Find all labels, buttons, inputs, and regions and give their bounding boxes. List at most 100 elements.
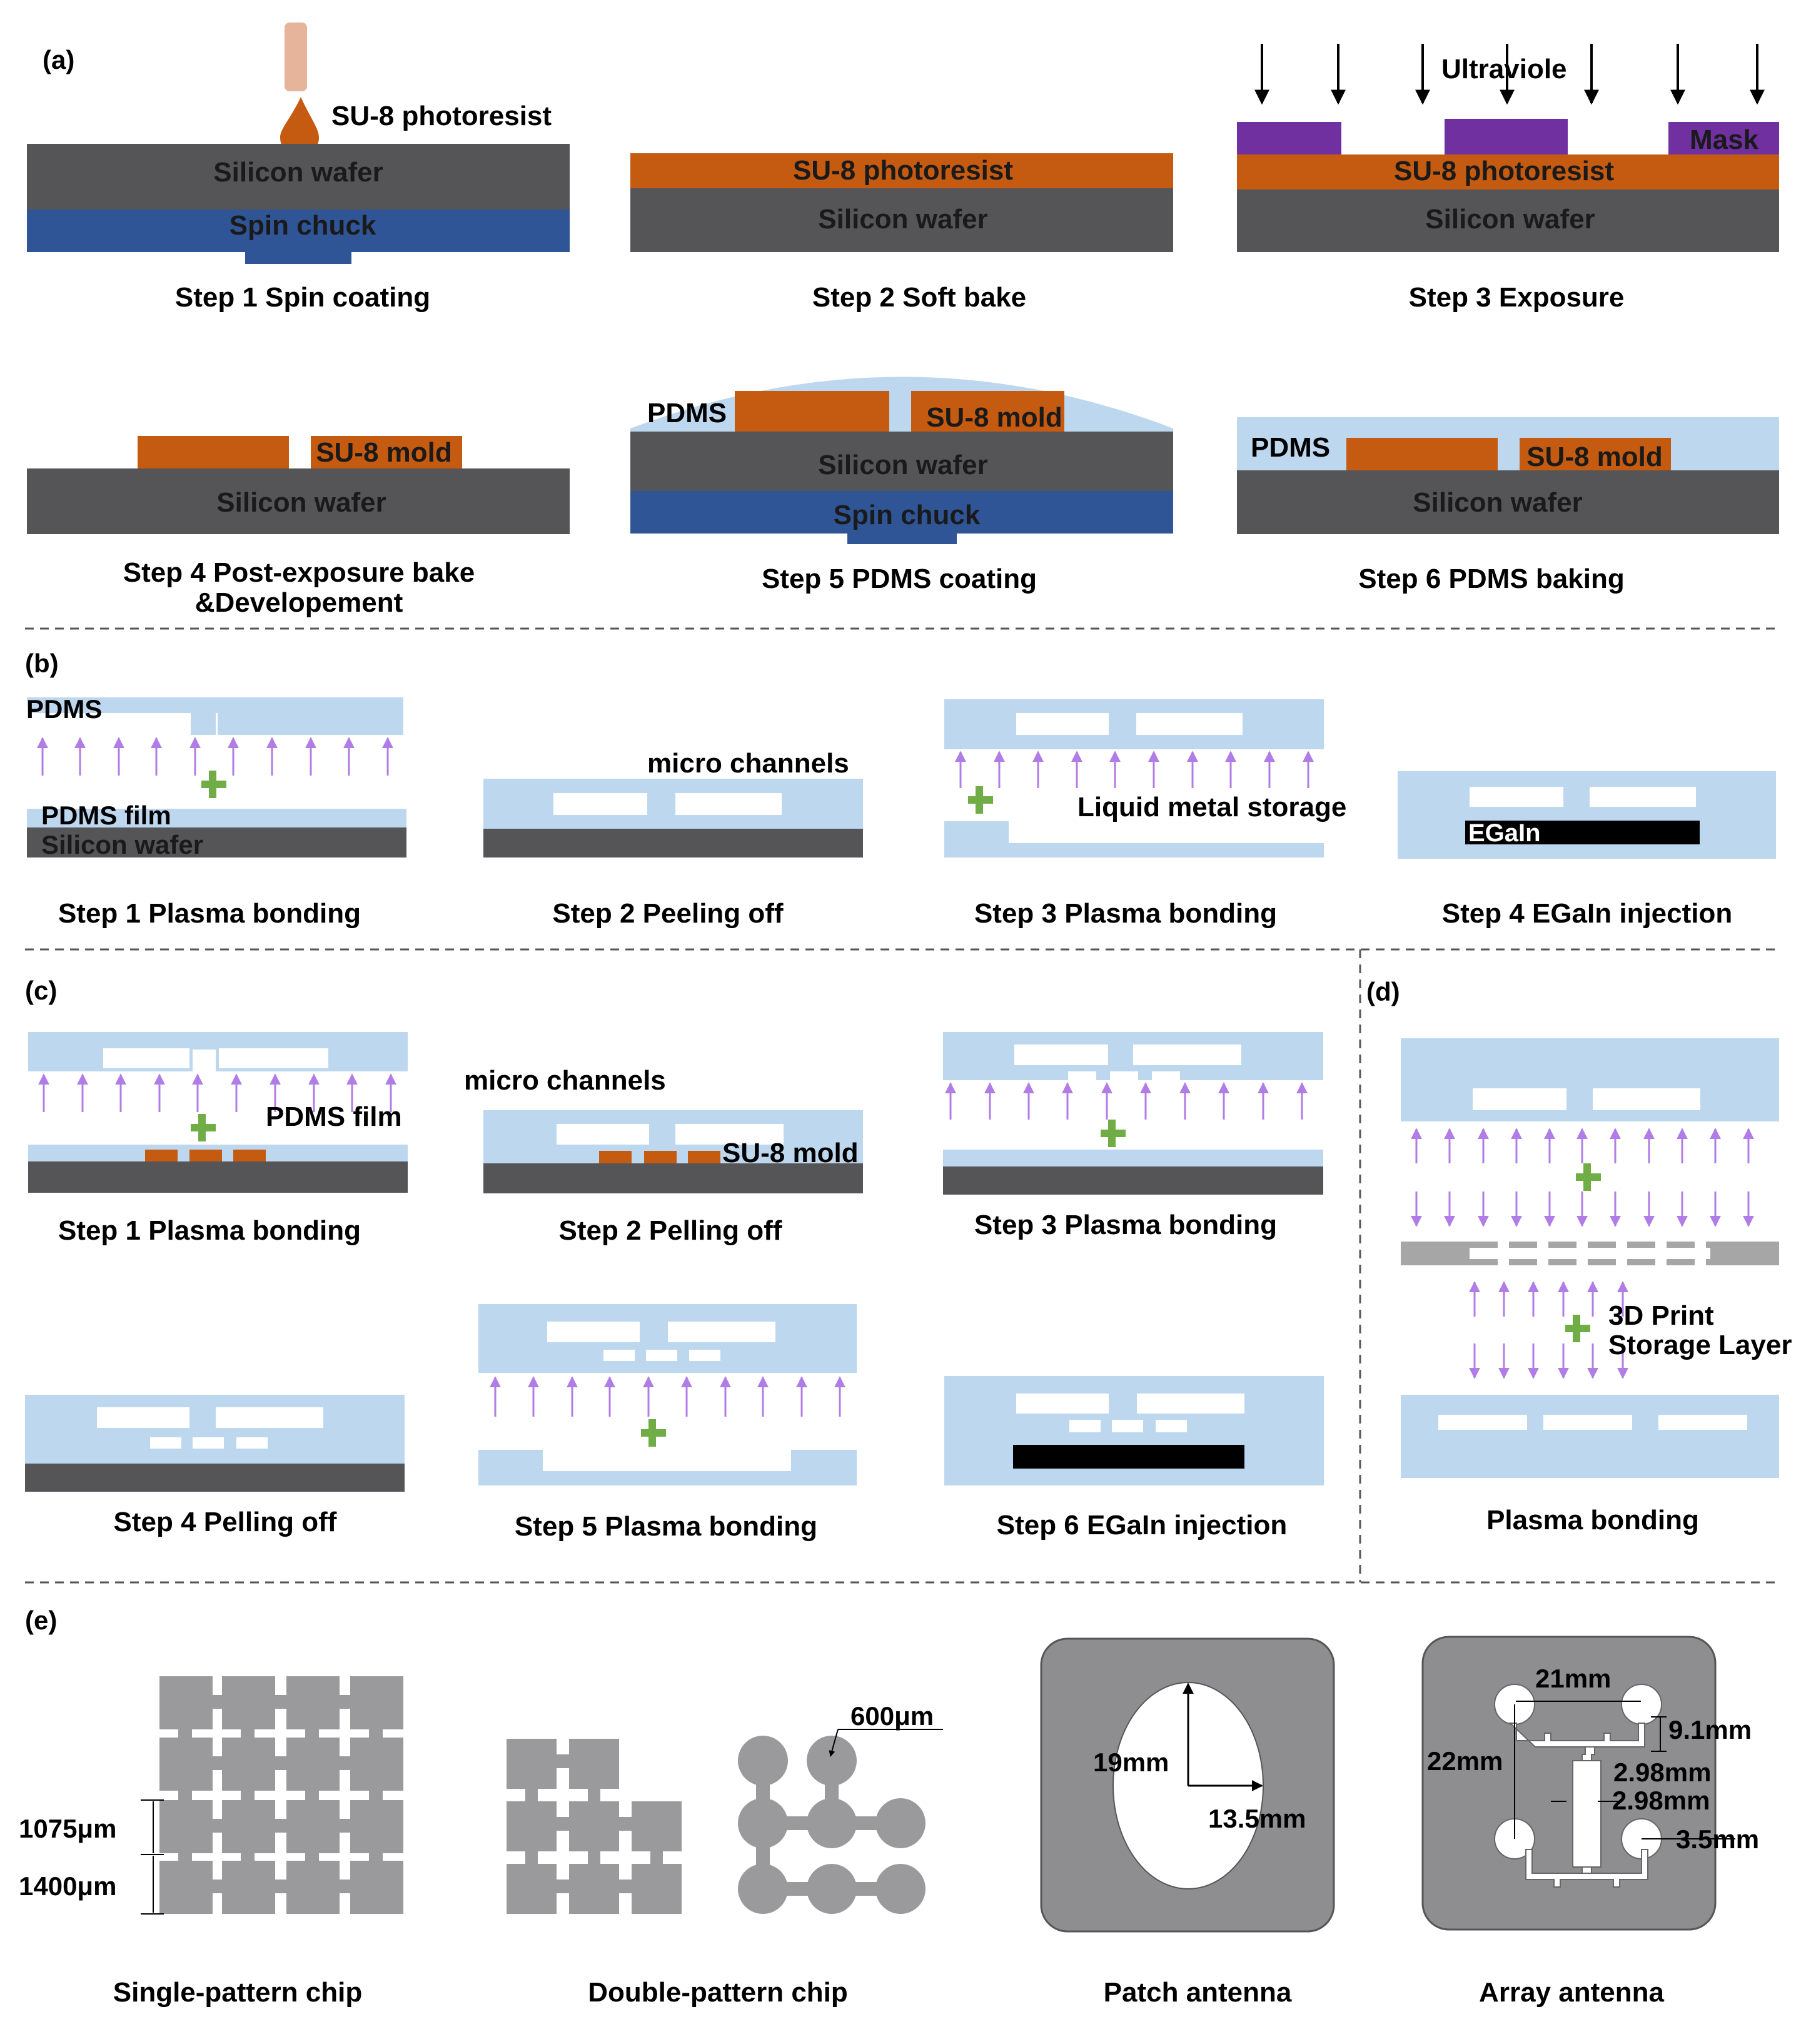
b1-pdms-film: [27, 809, 406, 827]
array-dim-2-98mm-b: 2.98mm: [1612, 1786, 1710, 1815]
c3-channel-right: [1133, 1045, 1241, 1065]
c3-silicon-wafer: [943, 1166, 1323, 1195]
panel-c-label: (c): [25, 976, 57, 1005]
panel-e-label: (e): [25, 1606, 57, 1635]
d-plasma-arrows-up-2: [1469, 1281, 1628, 1317]
b1-wafer-label: Silicon wafer: [41, 830, 203, 859]
b4-channel-left: [1470, 787, 1563, 807]
double-pattern-chip: 600μm Double-pattern chip: [507, 1701, 943, 2008]
c6-sub-channel-3: [1156, 1420, 1187, 1432]
a-step3: Ultraviole Mask SU-8 photoresist Silicon…: [1237, 44, 1779, 313]
c-step6: Step 6 EGaIn injection: [944, 1376, 1324, 1541]
b4-egain-reservoir: [1465, 821, 1700, 844]
panel-d-label: (d): [1366, 977, 1400, 1006]
a2-wafer-label: Silicon wafer: [818, 204, 987, 235]
c-step4: Step 4 Pelling off: [25, 1395, 405, 1537]
c-step1: PDMS film Step 1 Plasma bonding: [28, 1032, 408, 1246]
a5-caption: Step 5 PDMS coating: [762, 564, 1037, 594]
patch-caption: Patch antenna: [1104, 1977, 1292, 2008]
c5-sub-channel-1: [603, 1350, 635, 1361]
b2-caption: Step 2 Peeling off: [552, 898, 784, 929]
c5-pdms-top: [478, 1304, 857, 1373]
array-dim-3-5mm: 3.5mm: [1676, 1824, 1759, 1854]
double-chip-round-pads: [738, 1736, 926, 1914]
b-step3: Liquid metal storage Step 3 Plasma bondi…: [944, 699, 1346, 929]
a5-pdms-label: PDMS: [647, 398, 727, 428]
a3-mask-center: [1445, 119, 1568, 154]
a1-wafer-label: Silicon wafer: [213, 157, 383, 188]
a6-wafer-label: Silicon wafer: [1413, 487, 1582, 518]
a6-caption: Step 6 PDMS baking: [1358, 564, 1624, 594]
a4-mold-right: [311, 436, 462, 468]
a3-silicon-wafer: [1237, 190, 1779, 252]
c2-silicon-wafer: [483, 1163, 863, 1193]
a5-mold-right: [911, 391, 1064, 432]
a6-silicon-wafer: [1237, 470, 1779, 534]
a2-photoresist-label: SU-8 photoresist: [793, 155, 1013, 186]
a6-mold-left: [1346, 438, 1498, 470]
c-step3: Step 3 Plasma bonding: [943, 1032, 1323, 1240]
a3-mask-label: Mask: [1690, 124, 1759, 155]
c2-mold-3: [688, 1151, 720, 1163]
array-dim-21mm: 21mm: [1535, 1664, 1611, 1693]
a4-mold-left: [138, 436, 289, 468]
c4-sub-channel-1: [150, 1437, 181, 1449]
a-step1: SU-8 photoresist Silicon wafer Spin chuc…: [27, 23, 570, 313]
a1-spin-chuck: [27, 210, 570, 252]
c1-plasma-arrows: [38, 1073, 396, 1112]
c5-caption: Step 5 Plasma bonding: [515, 1511, 817, 1542]
c4-silicon-wafer: [25, 1464, 405, 1492]
c1-mold-1: [145, 1150, 178, 1161]
a1-chuck-label: Spin chuck: [230, 210, 376, 241]
panel-d: (d) 3D Print Storage Layer: [1366, 977, 1792, 1536]
d-print-label-line2: Storage Layer: [1608, 1330, 1792, 1360]
single-pattern-chip: 1075μm 1400μm Single-pattern chip: [19, 1676, 403, 2008]
b1-film-label: PDMS film: [41, 801, 171, 830]
a5-spin-chuck: [630, 491, 1173, 534]
c4-sub-channel-2: [193, 1437, 224, 1449]
c2-caption: Step 2 Pelling off: [559, 1215, 782, 1246]
c2-channel-right: [675, 1124, 784, 1145]
d-channel-left: [1473, 1088, 1566, 1110]
panel-b: (b) PDMS PDMS film Silicon wafer Step 1 …: [25, 649, 1776, 929]
a3-mask-right: [1668, 122, 1779, 154]
a1-caption: Step 1 Spin coating: [175, 282, 430, 313]
a-step6: PDMS SU-8 mold Silicon wafer Step 6 PDMS…: [1237, 417, 1779, 594]
panel-b-label: (b): [25, 649, 59, 678]
single-dim-1075: 1075μm: [19, 1814, 116, 1843]
c3-caption: Step 3 Plasma bonding: [974, 1210, 1277, 1240]
a4-wafer-label: Silicon wafer: [216, 487, 386, 518]
c5-channel-left: [547, 1322, 640, 1342]
b3-channel-right: [1136, 713, 1243, 735]
c3-sub-channel-1: [1068, 1071, 1096, 1080]
a-step2: SU-8 photoresist Silicon wafer Step 2 So…: [630, 153, 1173, 313]
panel-e: (e) 1075μm 1400μm Single-p: [19, 1606, 1759, 2008]
c5-storage-layer: [478, 1450, 857, 1485]
b1-plasma-arrows: [37, 737, 393, 776]
d-plasma-arrows-up: [1411, 1128, 1754, 1163]
a1-photoresist-label: SU-8 photoresist: [331, 101, 552, 131]
b3-channel-left: [1016, 713, 1109, 735]
d-plus-icon-2: [1565, 1315, 1590, 1342]
a3-photoresist-layer: [1237, 154, 1779, 190]
a5-chuck-label: Spin chuck: [834, 500, 981, 530]
array-dim-9-1mm: 9.1mm: [1668, 1715, 1752, 1744]
a2-photoresist-layer: [630, 153, 1173, 188]
c1-mold-3: [233, 1150, 266, 1161]
single-caption: Single-pattern chip: [113, 1977, 362, 2008]
c4-channel-left: [97, 1407, 189, 1428]
double-dim-arrow: [829, 1729, 839, 1757]
c6-sub-channel-2: [1112, 1420, 1143, 1432]
a1-chuck-stem: [245, 250, 351, 264]
b1-pdms-label: PDMS: [26, 694, 102, 724]
c4-pdms: [25, 1395, 405, 1464]
single-dim-1400: 1400μm: [19, 1871, 116, 1901]
double-chip-square-pads: [507, 1739, 682, 1914]
b3-caption: Step 3 Plasma bonding: [974, 898, 1277, 929]
d-bottom-channel-3: [1658, 1415, 1747, 1430]
c1-caption: Step 1 Plasma bonding: [58, 1215, 361, 1246]
array-antenna: 21mm 9.1mm 22mm 2.98mm 2.98mm 3.5mm Arra…: [1421, 1636, 1759, 2008]
c2-channel-left: [557, 1124, 649, 1145]
patch-dim-13-5mm: 13.5mm: [1208, 1804, 1306, 1833]
